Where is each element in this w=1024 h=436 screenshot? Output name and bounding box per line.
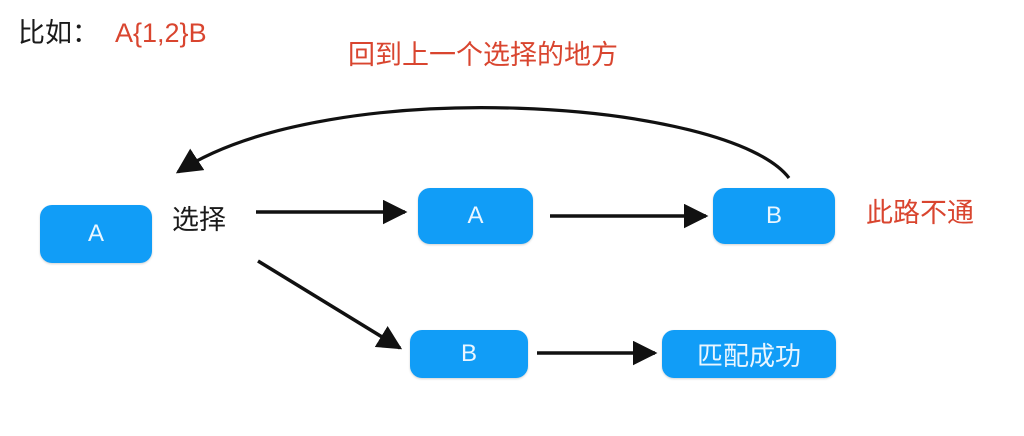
node-match-success: 匹配成功 (662, 330, 836, 378)
backtrack-annotation: 回到上一个选择的地方 (348, 40, 618, 70)
node-b-top: B (713, 188, 835, 244)
edge-b-top-backtrack (175, 106, 791, 179)
example-prefix-label: 比如： (18, 18, 99, 48)
node-start-a: A (40, 205, 152, 263)
node-b-bottom: B (410, 330, 528, 378)
edge-choose-to-b-bot (257, 259, 403, 350)
choice-point-label: 选择 (172, 205, 226, 235)
node-a-top: A (418, 188, 533, 244)
regex-pattern-label: A{1,2}B (115, 18, 207, 48)
dead-end-annotation: 此路不通 (866, 198, 974, 228)
